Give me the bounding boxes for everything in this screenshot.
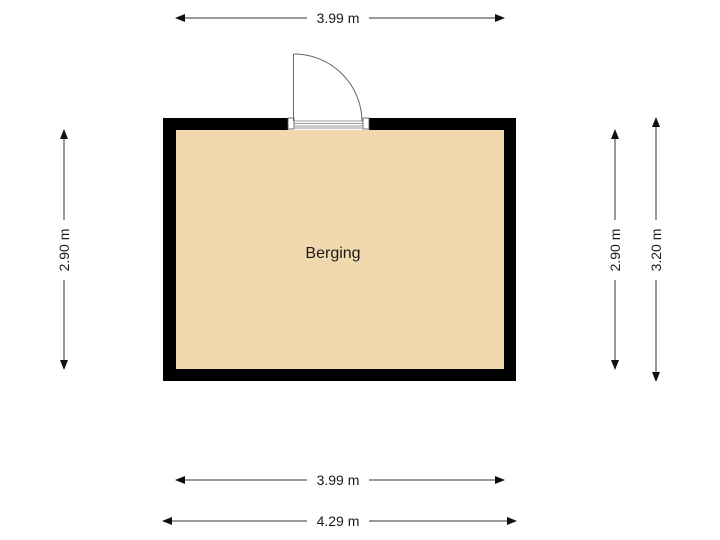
svg-text:2.90 m: 2.90 m [56, 229, 72, 272]
dimension-right-outer-height: 3.20 m [648, 117, 664, 382]
dimension-top-width: 3.99 m [175, 10, 505, 26]
svg-text:4.29 m: 4.29 m [317, 513, 360, 529]
room-label: Berging [305, 245, 360, 262]
dimension-bottom-outer-width: 4.29 m [162, 513, 517, 529]
svg-text:3.99 m: 3.99 m [317, 472, 360, 488]
dimension-left-height: 2.90 m [56, 129, 72, 370]
dimension-right-inner-height: 2.90 m [607, 129, 623, 370]
svg-text:3.99 m: 3.99 m [317, 10, 360, 26]
door[interactable] [287, 53, 370, 130]
dimension-bottom-inner-width: 3.99 m [175, 472, 505, 488]
room-walls [163, 118, 516, 381]
svg-text:2.90 m: 2.90 m [607, 229, 623, 272]
svg-text:3.20 m: 3.20 m [648, 229, 664, 272]
room-floor-berging[interactable] [176, 130, 504, 369]
